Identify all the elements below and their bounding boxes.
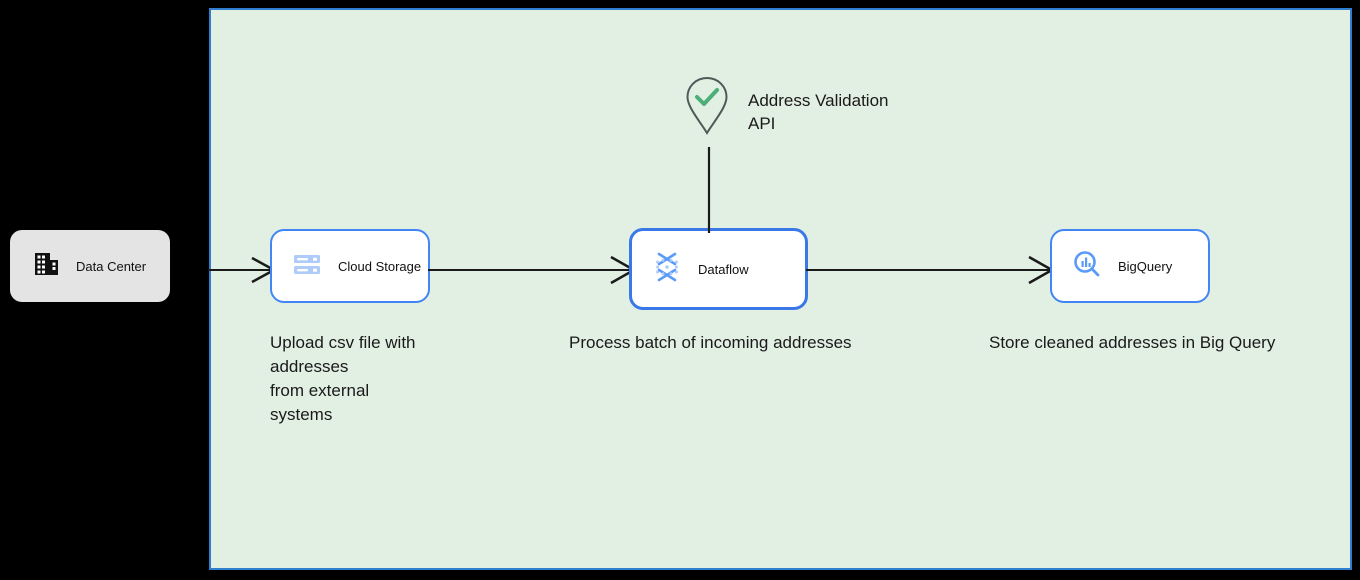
dataflow-icon — [652, 251, 682, 288]
connector-cloud-storage-to-dataflow — [428, 255, 637, 285]
connector-api-to-dataflow — [707, 147, 711, 233]
cloud-storage-icon — [292, 249, 322, 284]
node-cloud-storage[interactable]: Cloud Storage — [270, 229, 430, 303]
bigquery-label: BigQuery — [1118, 258, 1173, 274]
external-api-label: Address Validation API — [748, 91, 889, 133]
bigquery-icon — [1072, 249, 1102, 284]
data-center-label: Data Center — [76, 258, 147, 274]
caption-bigquery: Store cleaned addresses in Big Query — [989, 333, 1276, 352]
data-center-icon — [32, 250, 60, 283]
dataflow-label: Dataflow — [698, 261, 749, 277]
node-dataflow[interactable]: Dataflow — [629, 228, 808, 310]
cloud-storage-label: Cloud Storage — [338, 258, 422, 274]
caption-cloud-storage: Upload csv file with addresses from exte… — [270, 333, 416, 424]
node-bigquery[interactable]: BigQuery — [1050, 229, 1210, 303]
connector-dataflow-to-bigquery — [806, 255, 1055, 285]
caption-dataflow: Process batch of incoming addresses — [569, 333, 852, 352]
connector-data-center-to-cloud-storage — [208, 256, 277, 284]
map-pin-check-icon — [686, 76, 728, 135]
node-data-center[interactable]: Data Center — [10, 230, 170, 302]
